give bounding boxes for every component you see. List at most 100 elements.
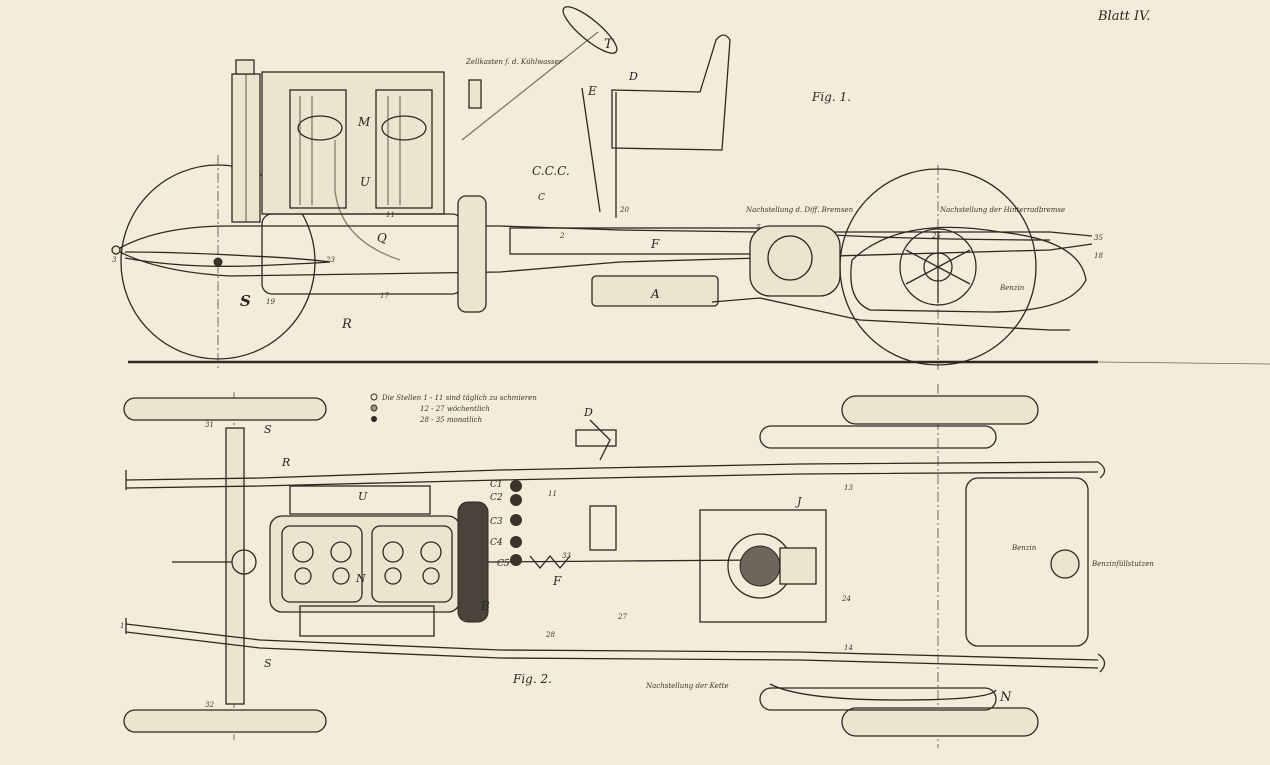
flywheel-side [457,195,487,313]
frame-rear-hooks [1097,461,1106,673]
seat-frame [611,34,731,151]
num-3: 3 [112,256,117,264]
frame-rail-right-inner [125,631,1099,669]
note-differential-brakes: Nachstellung d. Diff. Bremsen [745,206,854,214]
fig1-side-view: Fig. 1. [111,6,1270,370]
frame-bottom-rail [119,243,1093,277]
legend-monthly: 28 - 35 monatlich [419,416,482,424]
plan-num-27: 27 [617,613,627,621]
plan-label-N-engine: N [355,572,366,585]
brake-pedal-linkage [589,419,611,461]
frame-rail-left [125,461,1099,481]
label-M: M [357,115,371,129]
legend-weekly: 12 - 27 wöchentlich [420,405,490,413]
fig1-caption: Fig. 1. [811,90,851,104]
steering-column [461,31,599,141]
gear-shifter [589,505,617,551]
plan-num-13: 13 [844,484,853,492]
cylinder-2 [330,541,352,563]
steering [461,6,618,141]
cylinder-pair-front [289,89,347,209]
note-benzin-plan: Benzin [1011,544,1037,552]
plan-label-S-bottom: S [264,657,272,670]
flywheel-rim [457,195,487,313]
plan-num-33: 33 [562,552,571,560]
cylinder-block-front [281,525,363,603]
front-leaf-spring-lower [124,257,331,267]
drivetrain-side [509,225,841,307]
label-S: S [240,292,251,310]
cylinder-block-rear [371,525,453,603]
front-leaf-spring [124,251,331,263]
num-23: 23 [325,256,335,264]
label-D: D [628,70,638,83]
note-cooling-box: Zellkasten f. d. Kühlwasser [465,58,563,66]
engine-housing [261,71,445,215]
plan-label-C2: C2 [490,493,503,503]
fuel-filler-cap [1050,549,1080,579]
rear-tyre-left [841,395,1039,425]
frame-rail-right [125,623,1099,661]
valve-rods [299,96,401,205]
label-Q: Q [377,231,387,245]
num-35: 35 [1094,234,1103,242]
note-rear-brake: Nachstellung der Hinterradbremse [939,206,1065,214]
brake-lever [581,87,601,213]
front-dumb-iron [111,245,121,255]
label-F: F [650,237,660,251]
cylinder-4 [420,541,442,563]
plan-label-N-chain: N [999,690,1012,705]
rear-tyre-right [841,707,1039,737]
num-19: 19 [266,298,275,306]
plan-label-C1: C1 [490,480,503,490]
brake-drum-left [759,425,997,449]
hand-lever-base [575,429,617,447]
plan-num-31: 31 [205,421,214,429]
legend-mark-weekly [370,404,378,412]
note-fuel-filler: Benzinfüllstutzen [1091,560,1154,568]
num-11: 11 [386,211,395,219]
num-7: 7 [756,224,761,232]
plan-label-B: B [480,599,490,613]
plan-num-28: 28 [545,631,555,639]
differential-crown [739,545,781,587]
oiler-c5 [510,554,522,566]
label-A: A [650,287,660,301]
plan-frame [125,461,1106,673]
differential-gear [767,235,813,281]
plan-label-F: F [552,574,562,588]
plan-label-J: J [795,495,802,508]
radiator [231,59,261,223]
legend-mark-daily [370,393,378,401]
plan-label-C5: C5 [497,559,510,569]
label-R: R [341,317,352,332]
engine-plan-outline [269,515,461,613]
plan-num-11: 11 [548,490,557,498]
engine-plan [269,485,461,637]
front-tyre-right [123,709,327,733]
bevel-housing [779,547,817,585]
side-frame [111,225,1093,277]
exhaust-port-front [297,115,343,141]
note-benzin-side: Benzin [999,284,1025,292]
rear-axle-plan [575,384,1089,748]
label-C: C [538,193,545,203]
valve-2 [332,567,350,585]
front-tyre-left [123,397,327,421]
front-axle-beam [225,427,245,705]
plan-label-C4: C4 [490,538,503,548]
cylinder-1 [292,541,314,563]
drive-chain [769,683,997,701]
num-2: 2 [559,232,565,240]
intake-manifold [289,485,431,515]
fig2-plan-view: Fig. 2. Die Stellen 1 - 11 sind täglich … [120,384,1154,748]
plan-label-R: R [281,456,290,469]
plan-label-U: U [358,490,368,503]
plan-num-14: 14 [844,644,853,652]
legend-mark-monthly [371,416,377,422]
radiator-filler-cap [235,59,255,75]
rear-wheel [839,165,1037,370]
main-shaft [487,559,761,563]
